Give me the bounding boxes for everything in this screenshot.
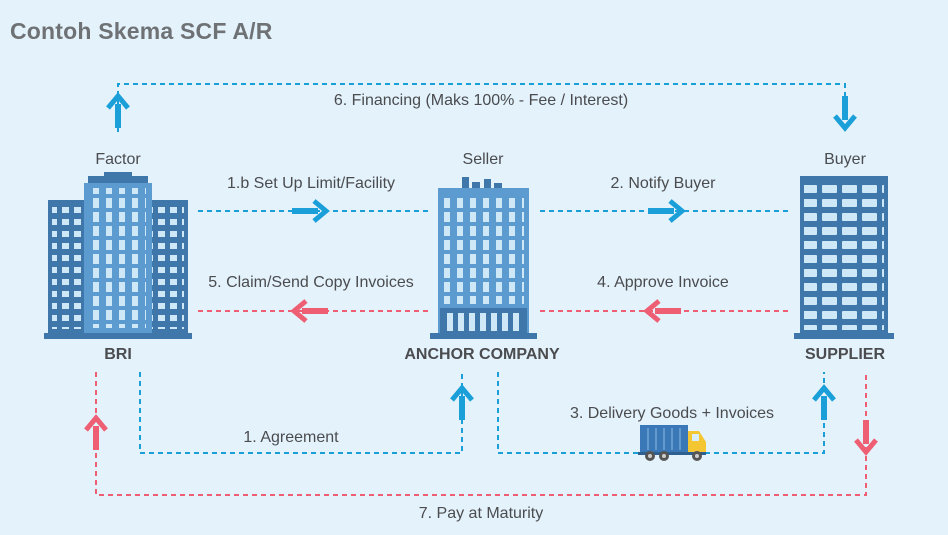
notify-buyer-label: 2. Notify Buyer — [611, 175, 717, 192]
arrow-up-icon — [812, 384, 836, 420]
factor-role-label: Factor — [95, 151, 141, 168]
factor-building-icon — [44, 172, 192, 339]
financing-label: 6. Financing (Maks 100% - Fee / Interest… — [334, 92, 628, 109]
pay-maturity-label: 7. Pay at Maturity — [419, 505, 544, 522]
page-title: Contoh Skema SCF A/R — [10, 18, 273, 44]
delivery-truck-icon — [638, 425, 706, 461]
delivery-label: 3. Delivery Goods + Invoices — [570, 405, 774, 422]
arrow-down-icon — [854, 420, 878, 456]
claim-invoices-label: 5. Claim/Send Copy Invoices — [208, 274, 413, 291]
agreement-label: 1. Agreement — [243, 429, 339, 446]
setup-limit-label: 1.b Set Up Limit/Facility — [227, 175, 395, 192]
seller-name-label: ANCHOR COMPANY — [404, 346, 560, 363]
approve-invoice-label: 4. Approve Invoice — [597, 274, 729, 291]
pay-maturity-line — [95, 372, 867, 496]
arrow-left-icon — [290, 299, 328, 323]
arrow-right-icon — [648, 199, 686, 223]
seller-role-label: Seller — [463, 151, 505, 168]
buyer-role-label: Buyer — [824, 151, 866, 168]
factor-name-label: BRI — [104, 346, 132, 363]
buyer-name-label: SUPPLIER — [805, 346, 885, 363]
arrow-left-icon — [643, 299, 681, 323]
arrow-up-icon — [106, 92, 130, 128]
arrow-up-icon — [450, 384, 474, 420]
buyer-building-icon — [794, 176, 894, 339]
arrow-up-icon — [84, 414, 108, 450]
arrow-down-icon — [833, 96, 857, 132]
seller-building-icon — [430, 177, 537, 339]
arrow-right-icon — [292, 199, 330, 223]
